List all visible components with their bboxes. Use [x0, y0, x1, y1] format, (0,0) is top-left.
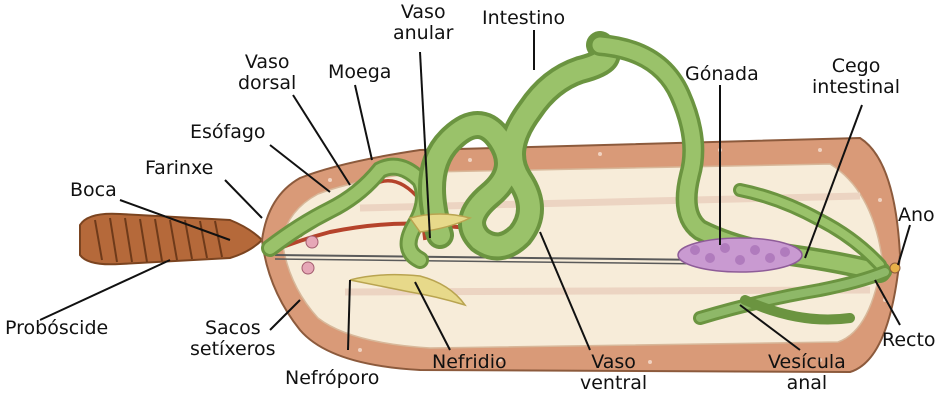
label-recto: Recto: [882, 330, 936, 351]
label-sacos-setixeros: Sacos setíxeros: [190, 318, 276, 360]
label-ano: Ano: [898, 205, 935, 226]
label-esofago: Esófago: [190, 122, 266, 143]
label-moega: Moega: [328, 62, 391, 83]
label-nefridio: Nefridio: [432, 352, 507, 373]
label-intestino: Intestino: [482, 8, 565, 29]
proboscis: [80, 214, 262, 265]
label-gonada: Gónada: [685, 64, 759, 85]
label-farinxe: Farinxe: [145, 158, 213, 179]
gonad: [678, 238, 802, 272]
label-nefroporo: Nefróporo: [285, 368, 379, 389]
label-boca: Boca: [70, 180, 117, 201]
label-vaso-ventral: Vaso ventral: [580, 352, 647, 394]
label-proboscide: Probóscide: [5, 318, 108, 339]
label-vaso-dorsal: Vaso dorsal: [238, 52, 296, 94]
label-vesicula-anal: Vesícula anal: [768, 352, 846, 394]
label-vaso-anular: Vaso anular: [393, 2, 453, 44]
label-cego-intestinal: Cego intestinal: [812, 56, 900, 98]
